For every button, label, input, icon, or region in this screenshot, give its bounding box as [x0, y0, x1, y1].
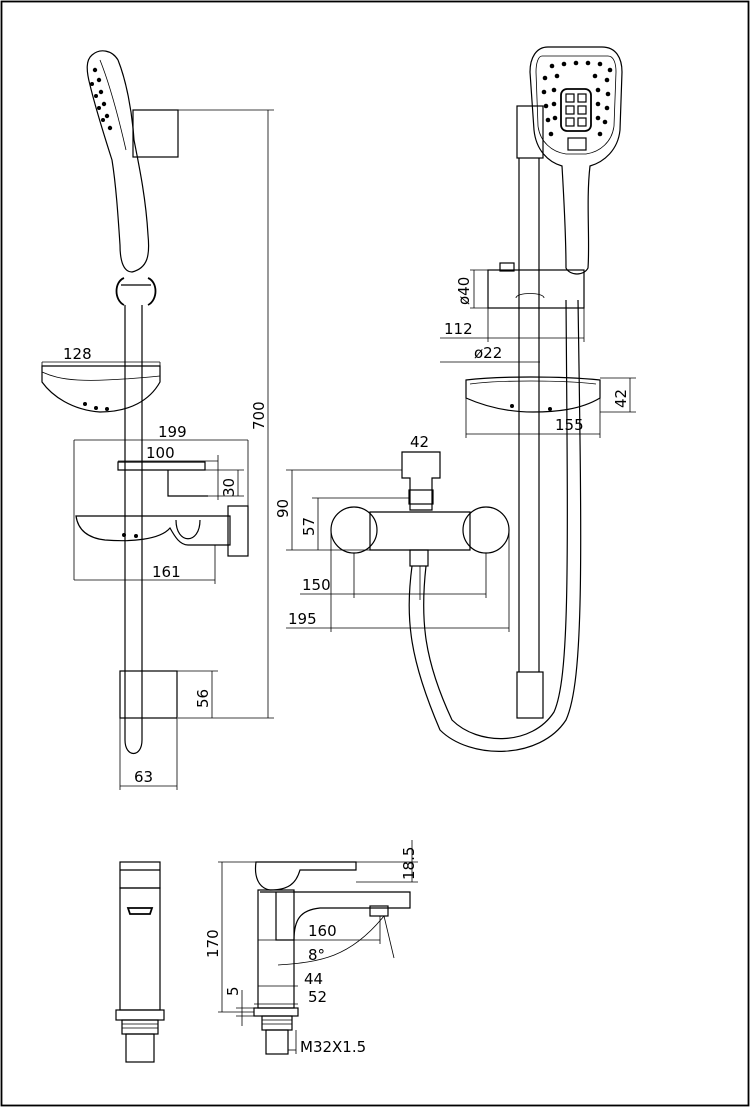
- dim-body-height: 57: [300, 517, 318, 536]
- bottom-bracket-side: [119, 670, 178, 719]
- basin-handle-side: [254, 861, 357, 891]
- hose: [408, 299, 582, 752]
- dim-rail-diameter: ø22: [474, 344, 502, 362]
- dim-bracket-projection: 63: [134, 768, 153, 786]
- dim-soap-dish-length: 155: [555, 416, 584, 434]
- dim-soap-dish-height: 42: [612, 389, 630, 408]
- dim-slider-width: 112: [444, 320, 473, 338]
- dim-basin-height: 170: [204, 929, 222, 958]
- dim-basin-spout-reach: 160: [308, 922, 337, 940]
- side-view: 128 199 100 30 161 700 5: [41, 50, 274, 790]
- dim-bracket-height: 56: [194, 689, 212, 708]
- dim-rail-height: 700: [250, 401, 268, 430]
- dim-aerator-height: 5: [224, 986, 242, 996]
- dim-slider-diameter: ø40: [455, 277, 473, 305]
- bottom-bracket-front: [516, 671, 544, 719]
- dim-centers: 150: [302, 576, 331, 594]
- top-bracket-side: [132, 109, 179, 158]
- dim-thread: M32X1.5: [300, 1038, 366, 1056]
- dim-spout-reach-side: 100: [146, 444, 175, 462]
- hand-shower-front: [529, 46, 623, 275]
- nozzle-dots-side: [90, 67, 113, 131]
- dim-flange-diameter: 52: [308, 988, 327, 1006]
- front-view: ø40 112 ø22 42 155 42: [274, 46, 636, 752]
- basin-mixer-side: 18.5 170 160 8° 44 52 5 M32X1.5: [204, 840, 418, 1056]
- nozzle-squares: [565, 93, 587, 127]
- slider-body: [487, 269, 585, 309]
- basin-mixer-front: [115, 861, 165, 1063]
- dim-mixer-height: 90: [274, 499, 292, 518]
- mixer-body-front: [369, 511, 471, 551]
- dim-mixer-body-depth: 161: [152, 563, 181, 581]
- soap-dish-side: [41, 365, 161, 413]
- holder-clip-side: [115, 277, 157, 306]
- soap-dish-front: [465, 376, 601, 413]
- dim-spout-angle: 8°: [308, 946, 325, 964]
- hand-shower-side: [86, 50, 150, 273]
- dim-base-diameter: 44: [304, 970, 323, 988]
- mixer-handle-front: [401, 451, 441, 511]
- dim-handle-thickness: 18.5: [400, 847, 418, 880]
- dim-overall-width: 195: [288, 610, 317, 628]
- nozzle-dots-front: [541, 60, 613, 137]
- mixer-body-side: [75, 515, 231, 546]
- dim-handle-width: 42: [410, 433, 429, 451]
- dim-lever-height: 30: [220, 478, 238, 497]
- dim-soap-dish-width: 128: [63, 345, 92, 363]
- dim-mixer-depth: 199: [158, 423, 187, 441]
- basin-body-front: [119, 887, 161, 1011]
- basin-handle-front: [119, 861, 161, 889]
- mixer-lever-side: [117, 461, 206, 471]
- top-bracket-front: [516, 105, 544, 159]
